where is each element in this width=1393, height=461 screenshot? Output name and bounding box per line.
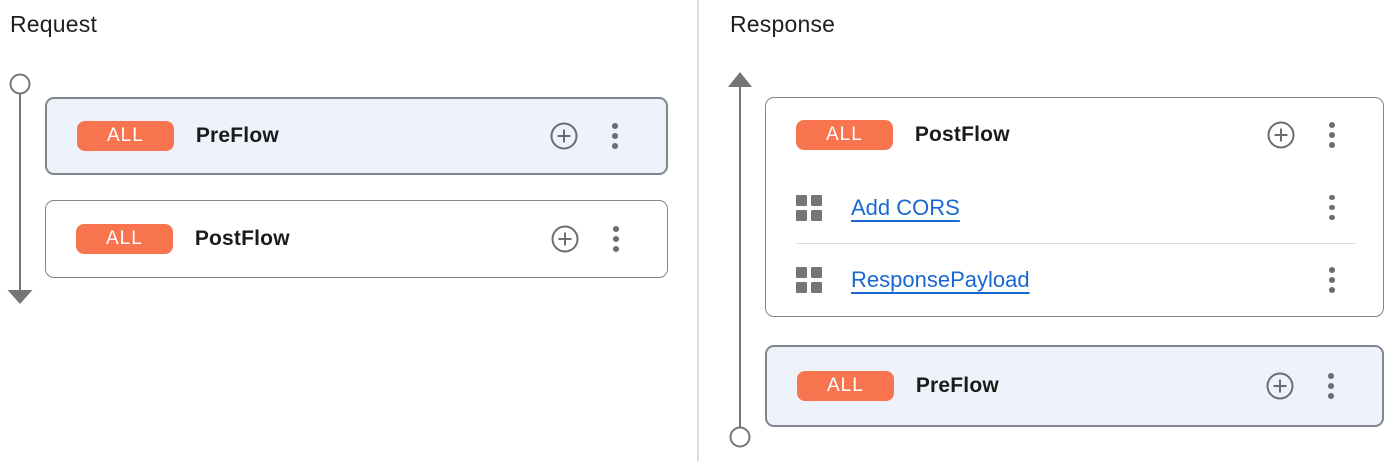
response-postflow-card[interactable]: ALL PostFlow Add CORS [765,97,1384,317]
add-policy-button[interactable] [1267,121,1295,149]
policy-row-divider [796,243,1356,244]
flow-label: PostFlow [914,123,1010,146]
add-policy-button[interactable] [550,122,578,150]
request-postflow-card[interactable]: ALL PostFlow [45,200,668,278]
condition-badge: ALL [76,224,173,254]
request-preflow-card[interactable]: ALL PreFlow [45,97,668,175]
flow-label: PostFlow [194,227,290,250]
response-panel-title: Response [730,11,836,37]
policy-menu-button[interactable] [1325,193,1339,223]
plus-circle-icon [1267,121,1295,149]
condition-badge: ALL [77,121,174,151]
kebab-menu-icon [1329,194,1335,201]
plus-circle-icon [550,122,578,150]
kebab-menu-icon [1329,267,1335,273]
add-policy-button[interactable] [1266,372,1294,400]
request-panel-title: Request [10,11,98,37]
policy-grid-icon [796,267,822,293]
request-timeline-arrow-down-icon [7,73,33,304]
response-postflow-header: ALL PostFlow [766,98,1383,172]
plus-circle-icon [1266,372,1294,400]
panel-divider [697,0,699,461]
policy-menu-button[interactable] [1325,265,1339,295]
response-timeline-arrow-up-icon [728,72,752,448]
policy-link-add-cors[interactable]: Add CORS [851,194,960,220]
add-policy-button[interactable] [551,225,579,253]
policy-grid-icon [796,194,822,221]
flow-label: PreFlow [915,374,999,397]
kebab-menu-icon [1329,122,1335,128]
response-preflow-card[interactable]: ALL PreFlow [765,345,1384,427]
kebab-menu-icon [613,226,619,232]
kebab-menu-icon [612,123,618,129]
flow-menu-button[interactable] [1325,120,1339,150]
condition-badge: ALL [796,120,893,150]
condition-badge: ALL [797,371,894,401]
policy-row: ResponsePayload [766,244,1383,316]
kebab-menu-icon [1328,373,1334,379]
flow-menu-button[interactable] [608,121,622,151]
policy-row: Add CORS [766,172,1383,243]
flow-menu-button[interactable] [609,224,623,254]
flow-label: PreFlow [195,124,279,147]
flow-menu-button[interactable] [1324,371,1338,401]
plus-circle-icon [551,225,579,253]
policy-link-responsepayload[interactable]: ResponsePayload [851,267,1030,292]
